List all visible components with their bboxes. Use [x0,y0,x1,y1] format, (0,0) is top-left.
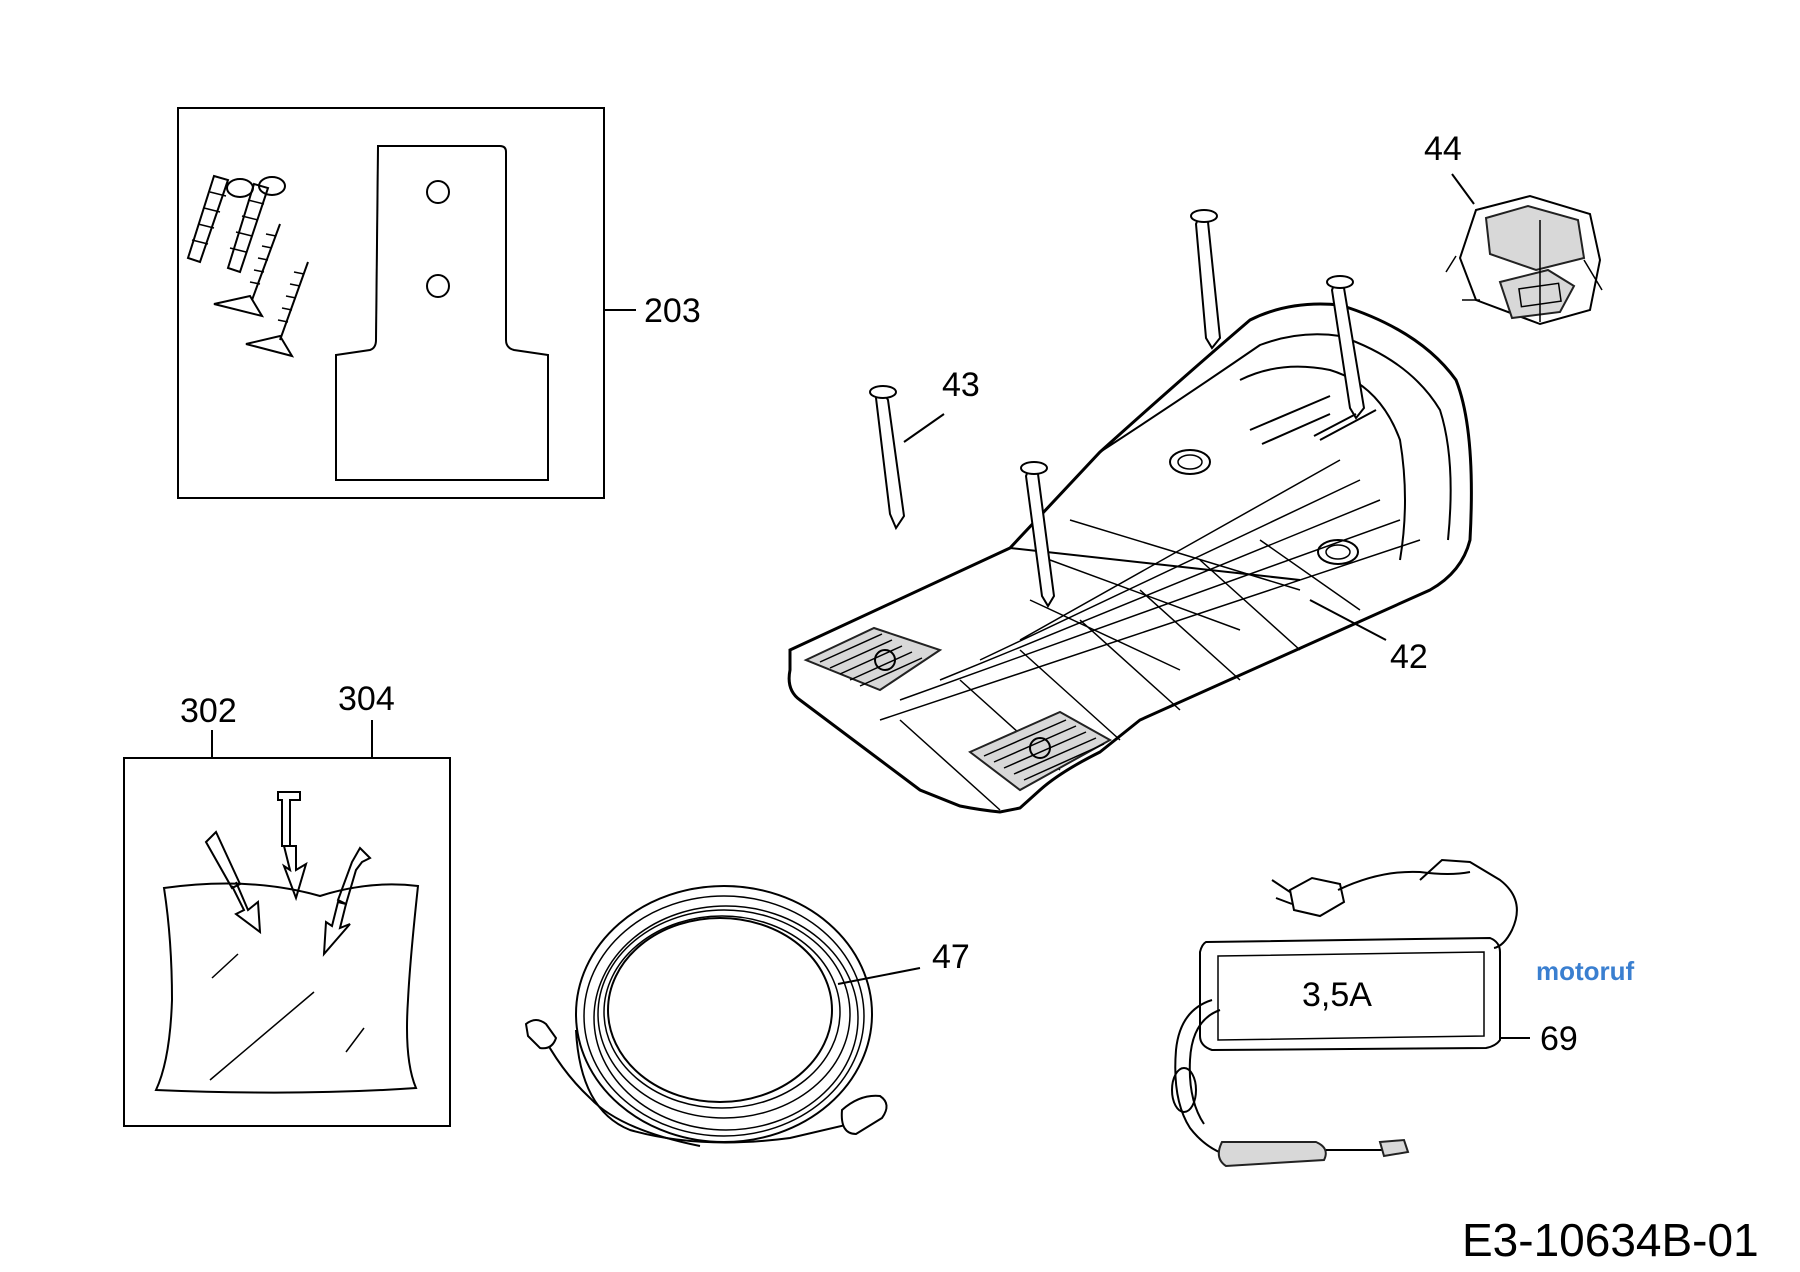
peg-left [869,385,906,531]
part-label-47: 47 [932,938,970,976]
leader-44 [1451,173,1475,205]
kit-302-304-frame [123,757,451,1127]
base-hole-1 [1169,449,1211,475]
parts-bag [154,882,420,1094]
cable-plug-right [840,1094,888,1136]
diagram-code: E3-10634B-01 [1462,1214,1759,1266]
adapter-rating: 3,5A [1302,976,1372,1014]
leader-47 [837,967,921,985]
leader-42 [1309,599,1387,641]
bracket-hole-upper [426,180,450,204]
dc-plug [1217,1141,1327,1168]
watermark: motoruf [1536,956,1635,986]
part-label-43: 43 [942,366,980,404]
ground-pegs-43: 43 [869,209,1366,608]
part-label-203: 203 [644,292,701,330]
cable-coil [575,885,873,1143]
boundary-cable-47: 47 [524,885,970,1147]
wall-screws [213,223,309,358]
kit-203-wall-mount: 203 [177,107,701,499]
base-plate-outline [787,302,1473,814]
contact-pad-right [968,710,1113,792]
kit-203-frame [177,107,605,499]
part-label-44: 44 [1424,130,1462,168]
charging-base-42: 42 [787,302,1473,814]
base-hole-2 [1317,539,1359,565]
power-adapter-69: 3,5A 69 [1171,858,1578,1168]
peg-right [1313,275,1366,437]
mains-plug [1288,876,1346,918]
wall-bracket [335,145,549,481]
peg-back [1190,209,1222,350]
cable-plug-left [524,1019,558,1050]
part-label-302: 302 [180,692,237,730]
wall-dowels [186,174,286,274]
hook-arrow-1 [204,830,262,935]
kit-302-304-hooks-bag: 302 304 [123,680,451,1127]
leader-43 [903,413,945,443]
part-label-304: 304 [338,680,395,718]
hook-arrow-2 [277,791,308,902]
bracket-hole-lower [426,274,450,298]
contact-clip-44: 44 [1424,130,1603,326]
part-label-42: 42 [1390,638,1428,676]
hook-arrow-3 [322,846,372,957]
peg-centre [1020,461,1056,608]
part-label-69: 69 [1540,1020,1578,1058]
